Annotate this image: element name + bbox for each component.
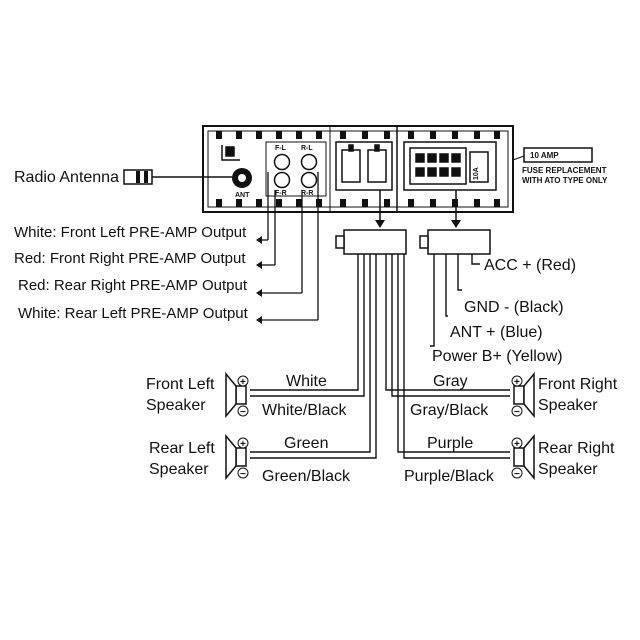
speaker-harness-plug xyxy=(335,229,407,255)
rca-label-rl: R-L xyxy=(301,145,313,152)
front-left-plus: + xyxy=(240,377,246,388)
wire-ant-label: ANT + (Blue) xyxy=(450,324,543,341)
radio-antenna-label: Radio Antenna xyxy=(14,169,119,186)
rca-jack-block: F-L R-L F-R R-R xyxy=(265,141,327,197)
right-speaker-wires xyxy=(385,254,510,459)
panel-bracket xyxy=(221,145,240,161)
rear-right-speaker-label-2: Speaker xyxy=(538,461,598,478)
front-left-speaker-label-1: Front Left xyxy=(146,376,215,393)
power-wires xyxy=(430,254,480,347)
wire-battery-label: Power B+ (Yellow) xyxy=(432,348,563,365)
rear-right-positive-wire: Purple xyxy=(427,435,473,452)
rca-label-fl: F-L xyxy=(275,145,287,152)
rear-left-speaker-label-2: Speaker xyxy=(149,461,209,478)
rca-label-rr: R-R xyxy=(301,190,313,197)
rear-right-speaker-label-1: Rear Right xyxy=(538,440,615,457)
head-unit-rear-panel xyxy=(202,125,514,213)
front-right-positive-wire: Gray xyxy=(433,373,468,390)
rear-left-speaker-icon: + − xyxy=(225,433,249,481)
antenna-socket: ANT xyxy=(232,168,252,199)
preamp-output-front-right: Red: Front Right PRE-AMP Output xyxy=(14,250,246,267)
rca-jack-rl xyxy=(300,153,318,171)
speaker-iso-socket xyxy=(335,141,393,191)
antenna-plug xyxy=(123,169,232,185)
fuse-note-line2: WITH ATO TYPE ONLY xyxy=(522,176,608,185)
rear-right-minus: − xyxy=(514,469,520,480)
front-right-minus: − xyxy=(514,407,520,418)
front-right-speaker-label-1: Front Right xyxy=(538,376,618,393)
wire-gnd-label: GND - (Black) xyxy=(464,299,564,316)
rear-right-negative-wire: Purple/Black xyxy=(404,468,495,485)
fuse-note-line1: FUSE REPLACEMENT xyxy=(522,166,607,175)
fuse-rating: 10 AMP xyxy=(530,151,559,160)
rca-jack-fr xyxy=(273,171,291,189)
rear-left-plus: + xyxy=(240,439,246,450)
front-right-negative-wire: Gray/Black xyxy=(410,402,489,419)
front-left-speaker-icon: + − xyxy=(225,371,249,419)
rear-right-speaker-icon: + − xyxy=(511,433,535,481)
rear-left-positive-wire: Green xyxy=(284,435,328,452)
preamp-output-lines xyxy=(262,172,319,321)
panel-tabs xyxy=(216,131,500,207)
preamp-output-rear-right: Red: Rear Right PRE-AMP Output xyxy=(18,277,248,294)
front-left-minus: − xyxy=(240,407,246,418)
fuse-callout: 10 AMP FUSE REPLACEMENT WITH ATO TYPE ON… xyxy=(512,147,608,185)
preamp-arrows xyxy=(256,236,262,324)
wire-acc-label: ACC + (Red) xyxy=(484,257,576,274)
front-left-negative-wire: White/Black xyxy=(262,402,347,419)
preamp-output-rear-left: White: Rear Left PRE-AMP Output xyxy=(18,305,249,322)
front-left-positive-wire: White xyxy=(286,373,327,390)
rca-jack-fl xyxy=(273,153,291,171)
left-speaker-wires xyxy=(250,254,377,459)
front-right-plus: + xyxy=(514,377,520,388)
rear-left-speaker-label-1: Rear Left xyxy=(149,440,215,457)
rear-left-negative-wire: Green/Black xyxy=(262,468,351,485)
ant-port-label: ANT xyxy=(235,192,250,199)
rear-left-minus: − xyxy=(240,469,246,480)
inline-fuse-label: 10A xyxy=(473,167,480,180)
rear-right-plus: + xyxy=(514,439,520,450)
power-iso-socket xyxy=(403,141,497,191)
preamp-output-front-left: White: Front Left PRE-AMP Output xyxy=(14,224,247,241)
connector-arrows xyxy=(375,190,461,228)
front-left-speaker-label-2: Speaker xyxy=(146,397,206,414)
front-right-speaker-icon: + − xyxy=(511,371,535,419)
rca-label-fr: F-R xyxy=(275,190,287,197)
rca-jack-rr xyxy=(300,171,318,189)
front-right-speaker-label-2: Speaker xyxy=(538,397,598,414)
power-harness-plug xyxy=(419,229,491,255)
